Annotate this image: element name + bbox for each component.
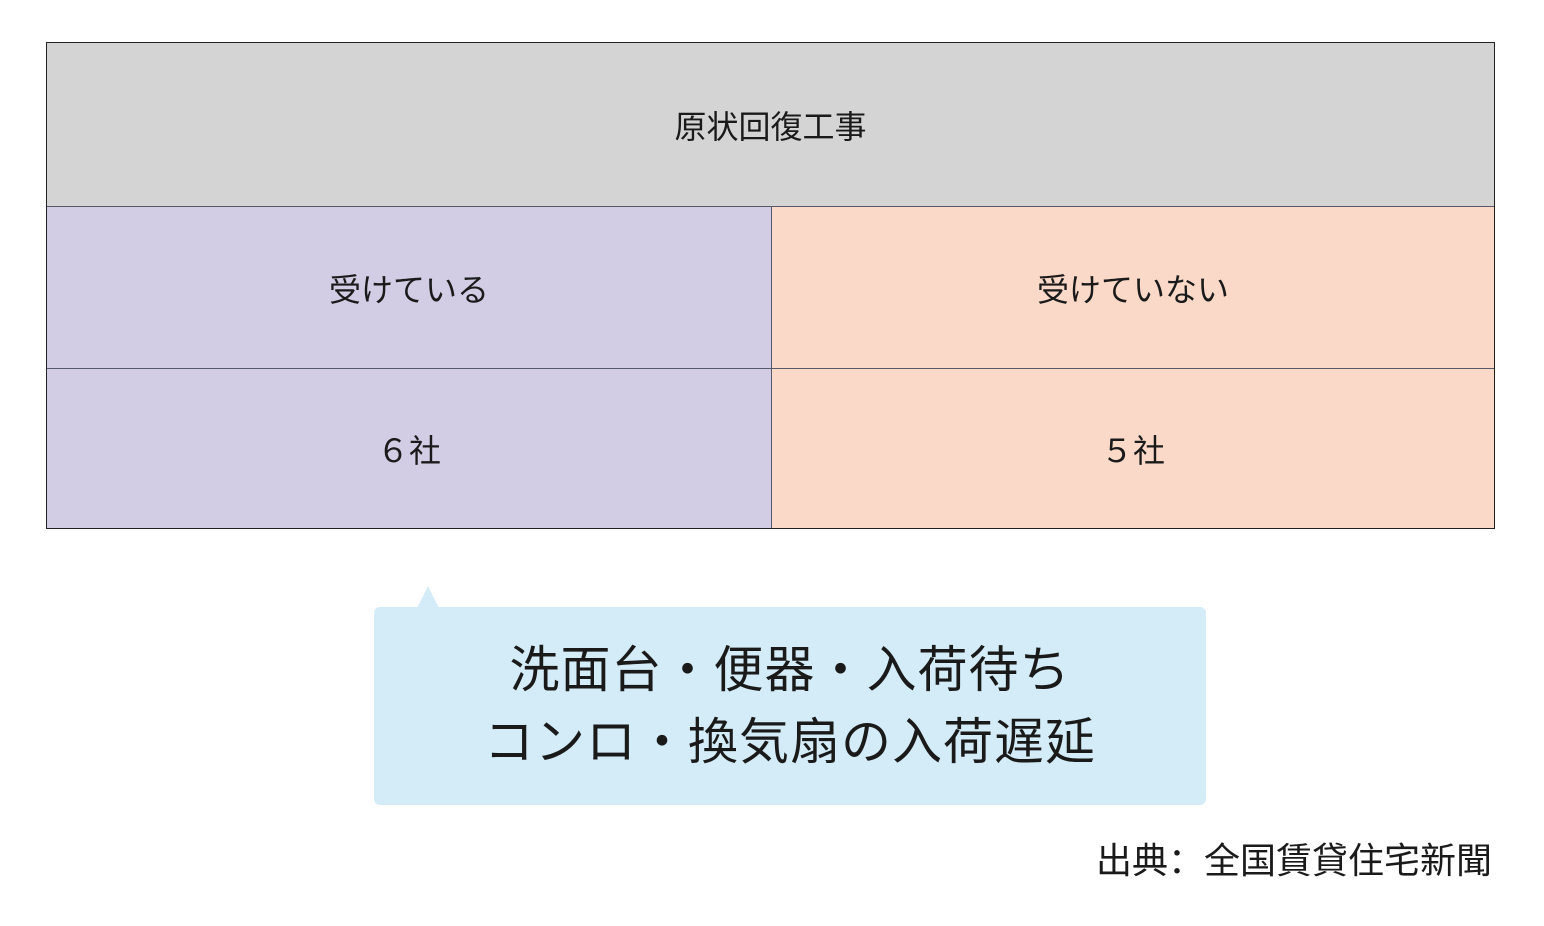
column-label-accepting: 受けている	[47, 206, 772, 368]
callout-pointer	[417, 586, 439, 608]
value-accepting: ６社	[47, 368, 772, 528]
callout-line-2: コンロ・換気扇の入荷遅延	[484, 713, 1096, 771]
column-label-not-accepting: 受けていない	[772, 206, 1494, 368]
survey-table: 原状回復工事 受けている 受けていない ６社 ５社	[46, 42, 1495, 529]
source-credit: 出典：全国賃貸住宅新聞	[1095, 841, 1492, 882]
table-header: 原状回復工事	[47, 43, 1494, 206]
value-not-accepting: ５社	[772, 368, 1494, 528]
callout-line-1: 洗面台・便器・入荷待ち	[509, 641, 1071, 699]
callout-box: 洗面台・便器・入荷待ち コンロ・換気扇の入荷遅延	[374, 607, 1206, 805]
